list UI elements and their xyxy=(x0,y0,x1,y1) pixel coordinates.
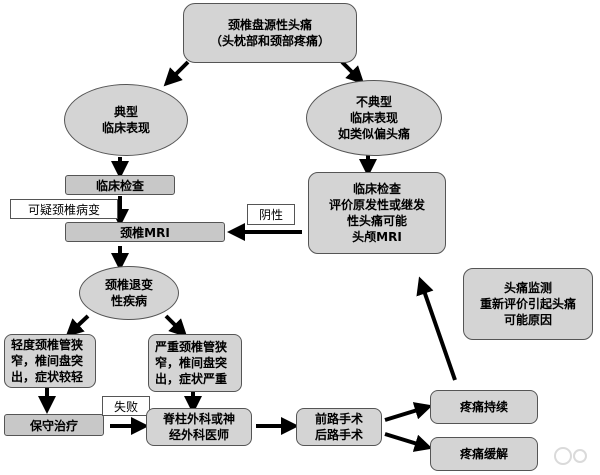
tag-text: 阴性 xyxy=(258,208,283,222)
node-pain-relief: 疼痛缓解 xyxy=(430,437,538,471)
node-text-line: 可能原因 xyxy=(503,313,552,327)
node-text: 临床检查 xyxy=(95,178,144,193)
node-text-line: 头颅MRI xyxy=(352,230,402,244)
tag-suspected-cervical-lesion: 可疑颈椎病变 xyxy=(10,199,118,219)
node-text-line: 性疾病 xyxy=(110,294,147,308)
arrow-degenerative-to-severe xyxy=(164,314,188,338)
tag-negative: 阴性 xyxy=(247,204,295,225)
arrow-persist-to-atypical-exam xyxy=(416,276,457,381)
node-text-line: 如类似偏头痛 xyxy=(337,127,410,141)
node-mild-stenosis: 轻度颈椎管狭 窄，椎间盘突 出，症状较轻 xyxy=(4,334,96,388)
node-spine-surgeon: 脊柱外科或神 经外科医师 xyxy=(146,408,252,446)
node-text-line: 严重颈椎管狭 xyxy=(155,340,228,354)
tag-text: 失败 xyxy=(113,399,138,414)
node-text-line: 不典型 xyxy=(355,95,392,109)
node-cervicogenic-headache: 颈椎盘源性头痛 （头枕部和颈部疼痛） xyxy=(183,3,357,63)
watermark-logo xyxy=(552,445,592,473)
node-cervical-mri: 颈椎MRI xyxy=(65,222,225,242)
node-headache-monitoring: 头痛监测 重新评价引起头痛 可能原因 xyxy=(463,268,593,340)
node-text-line: 出，症状较轻 xyxy=(11,370,84,384)
node-text-line: （头枕部和颈部疼痛） xyxy=(209,34,330,48)
node-text-line: 轻度颈椎管狭 xyxy=(11,338,84,352)
node-text-line: 评价原发性或继发 xyxy=(328,198,425,212)
node-text-line: 颈椎退变 xyxy=(104,278,153,292)
node-severe-stenosis: 严重颈椎管狭 窄，椎间盘突 出，症状严重 xyxy=(148,334,242,392)
arrow-surgery-to-persist xyxy=(384,402,433,422)
node-text-line: 窄，椎间盘突 xyxy=(11,354,84,368)
node-text-line: 临床表现 xyxy=(101,121,150,135)
node-text: 保守治疗 xyxy=(29,418,78,433)
node-text-line: 性头痛可能 xyxy=(346,214,407,228)
node-text-line: 重新评价引起头痛 xyxy=(479,297,576,311)
node-text-line: 典型 xyxy=(113,105,138,119)
node-degenerative-disease: 颈椎退变 性疾病 xyxy=(79,266,179,320)
tag-failure: 失败 xyxy=(102,396,150,416)
node-conservative-treatment: 保守治疗 xyxy=(4,414,104,436)
node-text-line: 头痛监测 xyxy=(503,281,552,295)
arrow-top-to-atypical xyxy=(340,60,365,85)
node-surgery-approach: 前路手术 后路手术 xyxy=(296,408,382,446)
node-atypical-exam: 临床检查 评价原发性或继发 性头痛可能 头颅MRI xyxy=(308,172,446,254)
arrow-surgery-to-relief xyxy=(384,432,433,452)
node-text-line: 临床检查 xyxy=(352,182,401,196)
node-text-line: 窄，椎间盘突 xyxy=(155,356,228,370)
node-typical-presentation: 典型 临床表现 xyxy=(64,84,188,156)
node-text-line: 脊柱外科或神 xyxy=(162,412,235,426)
node-atypical-presentation: 不典型 临床表现 如类似偏头痛 xyxy=(306,80,442,156)
node-text-line: 颈椎盘源性头痛 xyxy=(227,18,312,32)
node-text-line: 后路手术 xyxy=(314,428,363,442)
node-text-line: 临床表现 xyxy=(349,111,398,125)
arrow-degenerative-to-mild xyxy=(65,314,90,338)
node-pain-persists: 疼痛持续 xyxy=(430,390,538,424)
node-text: 颈椎MRI xyxy=(120,225,170,240)
node-clinical-exam: 临床检查 xyxy=(65,175,175,195)
node-text: 疼痛持续 xyxy=(459,400,508,414)
tag-text: 可疑颈椎病变 xyxy=(27,202,100,217)
arrow-top-to-typical xyxy=(163,60,190,87)
node-text-line: 经外科医师 xyxy=(168,428,229,442)
node-text-line: 前路手术 xyxy=(314,412,363,426)
node-text-line: 出，症状严重 xyxy=(155,372,228,386)
node-text: 疼痛缓解 xyxy=(459,447,508,461)
watermark-icon xyxy=(554,447,587,465)
